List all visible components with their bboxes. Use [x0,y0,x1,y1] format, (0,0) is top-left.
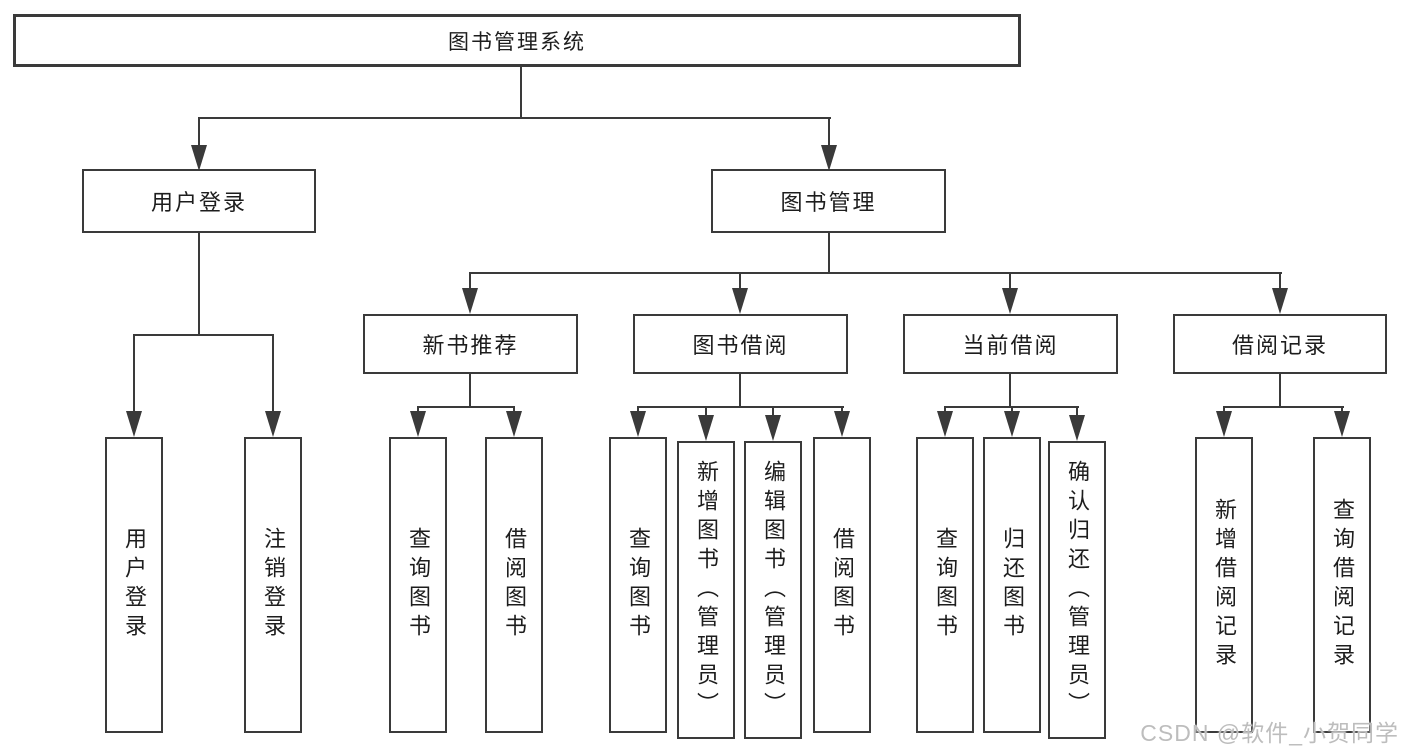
connector-line [133,334,135,413]
connector-line [841,406,843,414]
leaf-logout: 注销登录 [244,437,302,733]
node-book-borrow: 图书借阅 [633,314,848,374]
node-label: 新书推荐 [422,333,519,358]
arrow-down-icon [265,411,281,437]
arrow-down-icon [765,415,781,441]
leaf-label: 查询借阅记录 [1330,498,1355,672]
connector-line [828,233,830,274]
connector-line [1223,406,1344,408]
leaf-label: 借阅图书 [830,527,855,643]
arrow-down-icon [821,145,837,171]
leaf-borrow-books-recommend: 借阅图书 [485,437,543,733]
arrow-down-icon [1002,288,1018,314]
leaf-label: 确认归还（管理员） [1065,459,1090,721]
connector-line [944,406,946,414]
arrow-down-icon [630,411,646,437]
node-label: 图书管理系统 [448,30,586,54]
arrow-down-icon [698,415,714,441]
leaf-label: 编辑图书（管理员） [761,459,786,721]
connector-line [417,406,515,408]
connector-line [739,374,741,408]
leaf-query-books-borrow: 查询图书 [609,437,667,733]
leaf-label: 新增图书（管理员） [694,459,719,721]
arrow-down-icon [834,411,850,437]
connector-line [198,117,200,146]
connector-line [705,406,707,418]
arrow-down-icon [732,288,748,314]
connector-line [469,272,471,290]
leaf-query-borrow-record: 查询借阅记录 [1313,437,1371,733]
arrow-down-icon [1069,415,1085,441]
arrow-down-icon [1272,288,1288,314]
node-label: 图书管理 [780,190,877,215]
leaf-query-books-recommend: 查询图书 [389,437,447,733]
connector-line [637,406,844,408]
connector-line [1009,374,1011,408]
arrow-down-icon [410,411,426,437]
leaf-edit-book-admin: 编辑图书（管理员） [744,441,802,739]
connector-line [469,272,1282,274]
node-book-management: 图书管理 [711,169,946,233]
leaf-user-login: 用户登录 [105,437,163,733]
arrow-down-icon [1004,411,1020,437]
connector-line [1076,406,1078,418]
connector-line [1279,272,1281,290]
connector-line [772,406,774,418]
connector-line [469,374,471,408]
connector-line [198,117,831,119]
leaf-borrow-books-borrow: 借阅图书 [813,437,871,733]
node-current-borrow: 当前借阅 [903,314,1118,374]
connector-line [272,334,274,413]
node-new-book-recommend: 新书推荐 [363,314,578,374]
arrow-down-icon [1334,411,1350,437]
connector-line [133,334,274,336]
leaf-label: 查询图书 [406,527,431,643]
node-label: 当前借阅 [962,333,1059,358]
leaf-add-borrow-record: 新增借阅记录 [1195,437,1253,733]
connector-line [1279,374,1281,408]
connector-line [828,117,830,146]
arrow-down-icon [1216,411,1232,437]
connector-line [1223,406,1225,414]
connector-line [1009,272,1011,290]
node-borrow-records: 借阅记录 [1173,314,1387,374]
connector-line [637,406,639,414]
leaf-confirm-return-admin: 确认归还（管理员） [1048,441,1106,739]
node-user-login: 用户登录 [82,169,316,233]
leaf-label: 新增借阅记录 [1212,498,1237,672]
arrow-down-icon [191,145,207,171]
connector-line [520,67,522,119]
leaf-label: 用户登录 [122,527,147,643]
connector-line [1011,406,1013,414]
connector-line [198,233,200,336]
leaf-label: 归还图书 [1000,527,1025,643]
leaf-return-books: 归还图书 [983,437,1041,733]
leaf-add-book-admin: 新增图书（管理员） [677,441,735,739]
connector-line [417,406,419,414]
arrow-down-icon [937,411,953,437]
leaf-label: 查询图书 [626,527,651,643]
arrow-down-icon [126,411,142,437]
node-library-system: 图书管理系统 [13,14,1021,67]
connector-line [739,272,741,290]
leaf-label: 借阅图书 [502,527,527,643]
leaf-label: 查询图书 [933,527,958,643]
csdn-watermark: CSDN @软件_小贺同学 [1140,720,1399,746]
arrow-down-icon [462,288,478,314]
connector-line [513,406,515,414]
leaf-label: 注销登录 [261,527,286,643]
node-label: 用户登录 [150,190,247,215]
connector-line [1341,406,1343,414]
leaf-query-books-current: 查询图书 [916,437,974,733]
arrow-down-icon [506,411,522,437]
node-label: 图书借阅 [692,333,789,358]
node-label: 借阅记录 [1231,333,1328,358]
